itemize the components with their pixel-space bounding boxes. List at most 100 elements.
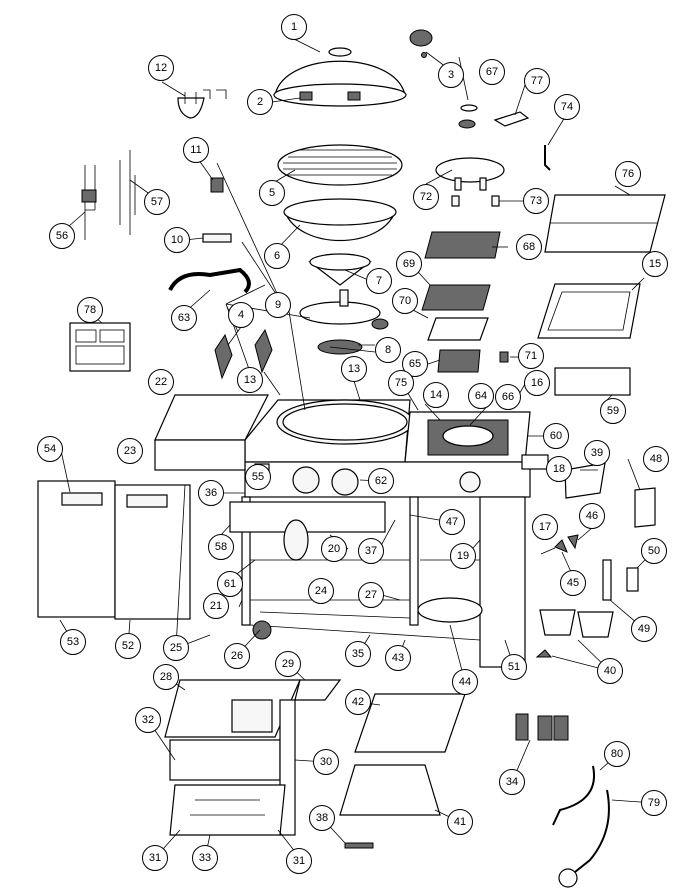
- callout-16: 16: [524, 370, 550, 396]
- callout-label: 3: [447, 69, 455, 81]
- side-grate: [421, 284, 491, 311]
- callout-21: 21: [203, 593, 229, 619]
- callout-70: 70: [392, 288, 418, 314]
- callout-label: 29: [281, 658, 295, 670]
- callout-49: 49: [631, 616, 657, 642]
- drip-tray: [537, 283, 641, 339]
- callout-1: 1: [281, 14, 307, 40]
- callout-label: 25: [169, 642, 183, 654]
- callout-28: 28: [153, 664, 179, 690]
- callout-79: 79: [641, 790, 667, 816]
- callout-label: 31: [148, 852, 162, 864]
- callout-label: 39: [590, 447, 604, 459]
- side-valve-left: [451, 195, 460, 207]
- tank-box: [634, 487, 656, 528]
- callout-53: 53: [60, 629, 86, 655]
- callout-2: 2: [247, 89, 273, 115]
- heat-funnel: [308, 253, 372, 286]
- callout-8: 8: [375, 337, 401, 363]
- callout-4: 4: [228, 302, 254, 328]
- callout-13-left: 13: [237, 367, 263, 393]
- callout-label: 77: [530, 75, 544, 87]
- callout-29: 29: [275, 651, 301, 677]
- cart-body: [229, 399, 531, 668]
- callout-61: 61: [217, 571, 243, 597]
- callout-label: 28: [159, 671, 173, 683]
- side-shelf-top: [544, 194, 666, 253]
- callout-78: 78: [77, 297, 103, 323]
- callout-label: 72: [419, 191, 433, 203]
- callout-label: 56: [55, 230, 69, 242]
- callout-48: 48: [643, 446, 669, 472]
- small-bracket: [567, 534, 579, 550]
- callout-7: 7: [366, 268, 392, 294]
- callout-label: 32: [141, 714, 155, 726]
- fire-bowl: [283, 198, 397, 241]
- callout-63: 63: [171, 305, 197, 331]
- callout-label: 38: [315, 812, 329, 824]
- callout-label: 76: [621, 168, 635, 180]
- callout-5: 5: [259, 180, 285, 206]
- callout-31-right: 31: [286, 848, 312, 874]
- callout-50: 50: [641, 538, 667, 564]
- callout-54: 54: [37, 436, 63, 462]
- callout-label: 19: [456, 550, 470, 562]
- callout-58: 58: [208, 534, 234, 560]
- callout-label: 5: [268, 187, 276, 199]
- callout-42: 42: [345, 689, 371, 715]
- callout-66: 66: [495, 384, 521, 410]
- callout-20: 20: [321, 536, 347, 562]
- callout-25: 25: [163, 635, 189, 661]
- callout-23: 23: [117, 438, 143, 464]
- callout-label: 24: [314, 585, 328, 597]
- callout-22: 22: [148, 369, 174, 395]
- side-burner: [435, 157, 505, 191]
- callout-68: 68: [516, 234, 542, 260]
- callout-69: 69: [396, 251, 422, 277]
- rating-label: [69, 322, 131, 372]
- callout-label: 45: [566, 577, 580, 589]
- callout-label: 51: [507, 661, 521, 673]
- callout-label: 6: [273, 250, 281, 262]
- callout-label: 71: [524, 350, 538, 362]
- callout-label: 31: [292, 855, 306, 867]
- left-door: [37, 480, 116, 618]
- callout-label: 47: [445, 516, 459, 528]
- callout-label: 58: [214, 541, 228, 553]
- callout-label: 62: [374, 475, 388, 487]
- callout-12: 12: [148, 55, 174, 81]
- callout-label: 11: [190, 144, 202, 156]
- callout-32: 32: [135, 707, 161, 733]
- gas-hose-80: [552, 765, 595, 826]
- callout-label: 65: [408, 358, 422, 370]
- flame-tamer: [427, 317, 489, 341]
- callout-72: 72: [413, 184, 439, 210]
- callout-label: 60: [549, 430, 563, 442]
- pin: [344, 842, 374, 849]
- callout-label: 22: [154, 376, 168, 388]
- callout-41: 41: [447, 809, 473, 835]
- callout-label: 30: [319, 756, 333, 768]
- callout-76: 76: [615, 161, 641, 187]
- callout-59: 59: [600, 398, 626, 424]
- callout-30: 30: [313, 749, 339, 775]
- callout-65: 65: [402, 351, 428, 377]
- tank-bracket: [564, 462, 606, 499]
- callout-27: 27: [358, 582, 384, 608]
- callout-label: 20: [327, 543, 341, 555]
- callout-label: 14: [429, 389, 443, 401]
- callout-43: 43: [385, 645, 411, 671]
- callout-label: 13: [347, 363, 361, 375]
- callout-37: 37: [358, 538, 384, 564]
- callout-label: 41: [453, 816, 467, 828]
- gas-hose-79: [558, 789, 610, 888]
- callout-label: 70: [398, 295, 412, 307]
- callout-label: 54: [43, 443, 57, 455]
- callout-label: 44: [458, 676, 472, 688]
- callout-label: 46: [585, 510, 599, 522]
- callout-label: 67: [485, 66, 499, 78]
- callout-label: 69: [402, 258, 416, 270]
- tank-strap: [602, 559, 612, 601]
